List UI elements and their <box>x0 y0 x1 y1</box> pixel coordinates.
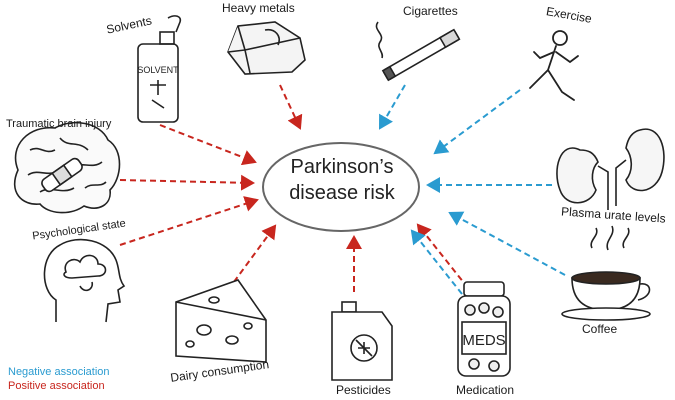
legend-negative: Negative association <box>8 366 110 378</box>
cheese-icon <box>175 279 267 363</box>
head-icon <box>43 238 126 323</box>
label-coffee: Coffee <box>582 322 618 336</box>
label-heavy-metals: Heavy metals <box>222 1 295 15</box>
arrow-dairy <box>227 224 277 291</box>
brain-icon <box>13 121 121 214</box>
meds-bottle-icon: MEDS <box>457 281 511 377</box>
label-medication: Medication <box>456 383 515 397</box>
pesticide-jug-icon <box>331 301 393 381</box>
solvent-bottle-text: SOLVENT <box>137 65 179 75</box>
legend-positive: Positive association <box>8 380 105 392</box>
meds-bottle-text: MEDS <box>462 332 505 349</box>
arrow-coffee <box>448 211 566 276</box>
center-title: Parkinson’s disease risk <box>262 154 422 206</box>
runner-icon <box>529 30 579 101</box>
arrow-cigarettes <box>378 84 406 130</box>
heavy-metals-icon <box>227 21 306 75</box>
kidneys-icon <box>556 128 665 210</box>
label-cigarettes: Cigarettes <box>403 4 458 18</box>
label-tbi: Traumatic brain injury <box>6 118 112 130</box>
arrow-tbi <box>119 174 255 191</box>
arrow-psych <box>119 196 259 246</box>
arrow-heavy-metals <box>279 84 303 130</box>
center-title-line2: disease risk <box>289 182 395 204</box>
coffee-icon <box>561 225 651 321</box>
solvent-bottle-icon: SOLVENT <box>137 15 182 123</box>
center-ellipse <box>262 142 420 232</box>
center-title-line1: Parkinson’s <box>290 156 394 178</box>
arrow-exercise <box>433 89 521 155</box>
cigarette-icon <box>375 21 461 82</box>
label-pesticides: Pesticides <box>336 383 391 397</box>
arrow-solvents <box>159 124 257 166</box>
arrow-medication-positive <box>416 223 469 289</box>
arrow-medication-negative <box>410 229 463 295</box>
